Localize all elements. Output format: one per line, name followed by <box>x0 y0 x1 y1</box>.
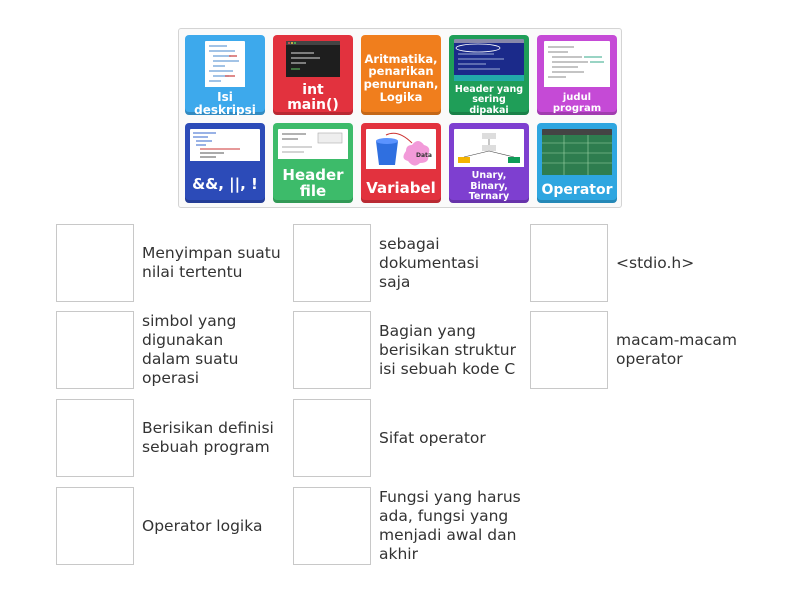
clue-text-1: Menyimpan suatu nilai tertentu <box>142 244 281 281</box>
variable-bucket-image: Data <box>366 129 436 173</box>
drop-slot-1[interactable] <box>56 224 134 302</box>
tile-operator[interactable]: Operator <box>537 123 617 203</box>
tile-label: judul program <box>552 92 602 114</box>
drop-slot-4[interactable] <box>56 487 134 565</box>
drop-slot-9[interactable] <box>530 224 608 302</box>
tile-label: &&, ||, ! <box>192 174 258 193</box>
clue-text-6: Bagian yang berisikan struktur isi sebua… <box>379 321 516 378</box>
tile-isi-deskripsi[interactable]: Isi deskripsi <box>185 35 265 115</box>
tile-int-main[interactable]: int main() <box>273 35 353 115</box>
clue-text-4: Operator logika <box>142 516 263 535</box>
clue-text-10: macam-macam operator <box>616 331 738 368</box>
tile-header-sering-dipakai[interactable]: Header yang sering dipakai <box>449 35 529 115</box>
tile-aritmatika[interactable]: Aritmatika, penarikan penurunan, Logika <box>361 35 441 115</box>
tile-logical-operators[interactable]: &&, ||, ! <box>185 123 265 203</box>
tile-variabel[interactable]: Data Variabel <box>361 123 441 203</box>
source-file-image <box>278 129 348 163</box>
drop-slot-7[interactable] <box>293 399 371 477</box>
clue-text-7: Sifat operator <box>379 428 486 447</box>
clue-text-3: Berisikan definisi sebuah program <box>142 419 274 456</box>
tile-label: Unary, Binary, Ternary <box>468 170 510 203</box>
tile-label: int main() <box>287 81 339 113</box>
clue-text-9: <stdio.h> <box>616 253 695 272</box>
tile-label: Operator <box>541 182 613 199</box>
terminal-output-image <box>286 41 340 81</box>
operator-diagram-image <box>454 129 524 171</box>
tile-label: Header file <box>282 165 344 200</box>
clue-text-2: simbol yang digunakan dalam suatu operas… <box>142 312 239 387</box>
ide-screen-image <box>454 39 524 85</box>
answer-tile-tray: Isi deskripsi int main() Aritmatika, pen… <box>178 28 622 208</box>
drop-slot-3[interactable] <box>56 399 134 477</box>
svg-text:Data: Data <box>416 152 432 159</box>
tile-header-file[interactable]: Header file <box>273 123 353 203</box>
tile-label: Isi deskripsi <box>194 90 256 115</box>
tile-label: Header yang sering dipakai <box>454 84 524 115</box>
tile-label: Aritmatika, penarikan penurunan, Logika <box>363 51 439 104</box>
tile-unary-binary-ternary[interactable]: Unary, Binary, Ternary <box>449 123 529 203</box>
code-listing-image <box>205 41 245 91</box>
drop-slot-8[interactable] <box>293 487 371 565</box>
code-listing-image <box>544 41 610 91</box>
clue-text-5: sebagai dokumentasi saja <box>379 234 480 291</box>
tile-judul-program[interactable]: judul program <box>537 35 617 115</box>
clue-text-8: Fungsi yang harus ada, fungsi yang menja… <box>379 488 521 563</box>
drop-slot-6[interactable] <box>293 311 371 389</box>
tile-label: Variabel <box>366 178 436 197</box>
code-listing-image <box>190 129 260 165</box>
operator-chart-image <box>542 129 612 179</box>
drop-slot-2[interactable] <box>56 311 134 389</box>
drop-slot-10[interactable] <box>530 311 608 389</box>
drop-slot-5[interactable] <box>293 224 371 302</box>
